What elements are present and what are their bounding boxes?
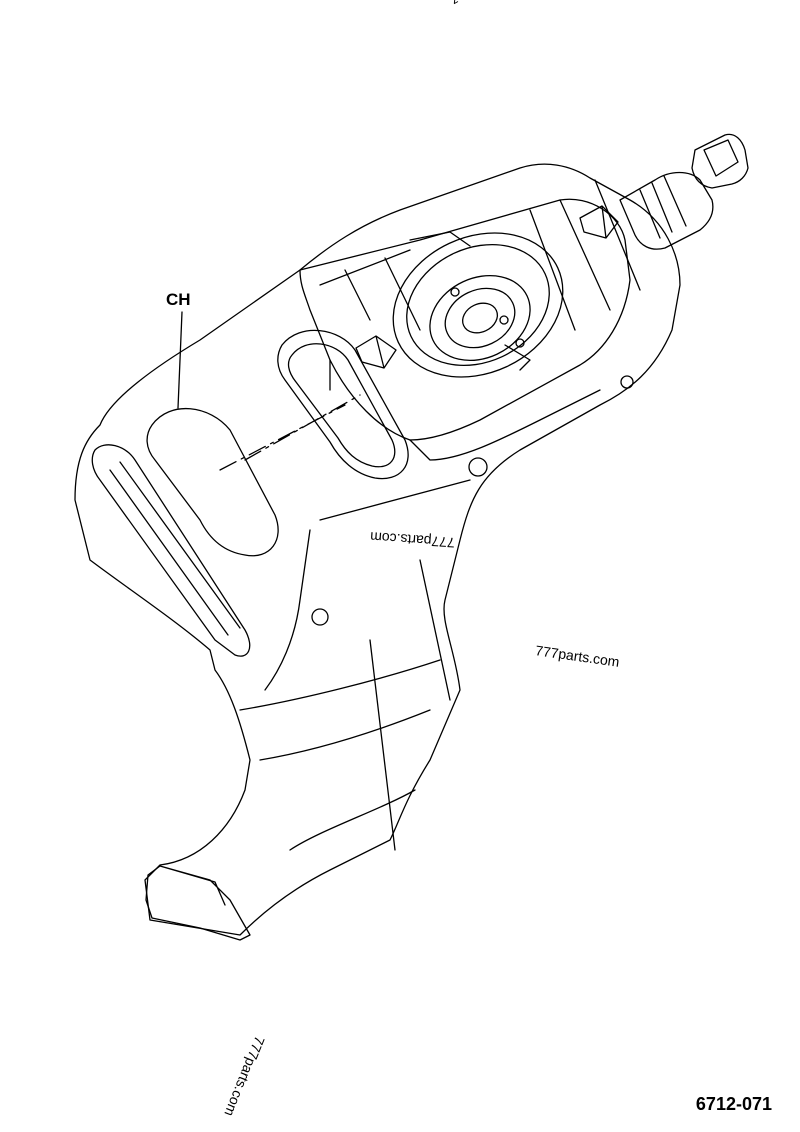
grip-hole <box>311 608 329 626</box>
slot-right <box>277 329 409 480</box>
callout-ch: CH <box>166 290 191 309</box>
drive-port-ring <box>406 243 550 367</box>
drive-port-outer <box>392 232 564 378</box>
side-clip-inner <box>109 461 241 636</box>
slot-right-inner <box>287 343 396 468</box>
port-clip <box>409 231 531 371</box>
peg-right <box>579 205 619 239</box>
housing-outline <box>74 163 681 936</box>
housing-hole <box>468 457 488 477</box>
cable-connector-face <box>703 139 739 177</box>
callout-leader <box>177 311 183 409</box>
cable-sleeve <box>619 171 714 250</box>
handle-foot <box>145 865 251 941</box>
part-number: 6712-071 <box>695 1094 772 1114</box>
drive-port-core <box>444 287 516 349</box>
drive-port-center <box>461 302 499 334</box>
cable-connector <box>691 133 749 189</box>
housing-hole <box>620 375 634 389</box>
drive-port-inner <box>429 274 531 362</box>
cable-sleeve-ribs <box>639 175 687 239</box>
top-block-edge <box>329 359 601 461</box>
center-line <box>219 394 361 471</box>
top-block <box>299 198 631 441</box>
port-pin <box>515 338 525 348</box>
port-pin <box>450 287 460 297</box>
grip-panel-lines <box>239 479 471 851</box>
slot-left <box>146 407 279 557</box>
port-pin <box>499 315 509 325</box>
grip-vertical-line <box>369 559 451 851</box>
top-block-panel-lines <box>319 179 641 331</box>
side-clip <box>91 444 251 657</box>
